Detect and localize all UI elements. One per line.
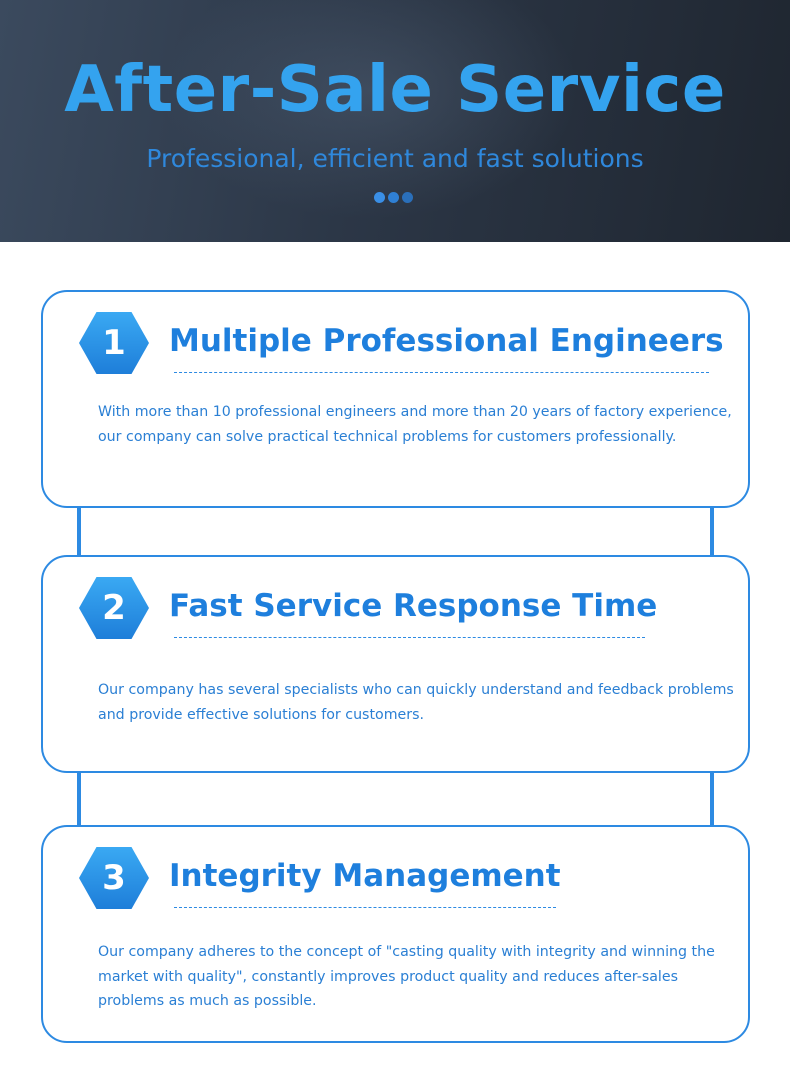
connector-line — [710, 763, 714, 837]
service-card-engineers: 1 Multiple Professional Engineers With m… — [41, 290, 750, 508]
title-underline — [174, 907, 556, 908]
title-underline — [174, 372, 709, 373]
card-text: Our company adheres to the concept of "c… — [98, 944, 715, 1009]
card-text: With more than 10 professional engineers… — [98, 404, 732, 445]
hero-glow — [160, 0, 580, 220]
number-badge: 1 — [79, 312, 149, 374]
card-text: Our company has several specialists who … — [98, 682, 734, 723]
page-title: After-Sale Service — [64, 53, 726, 127]
service-card-integrity: 3 Integrity Management Our company adher… — [41, 825, 750, 1043]
dot-icon — [388, 192, 399, 203]
connector-line — [77, 763, 81, 837]
service-card-response-time: 2 Fast Service Response Time Our company… — [41, 555, 750, 773]
title-underline — [174, 637, 645, 638]
card-title: Multiple Professional Engineers — [169, 323, 724, 359]
dot-icon — [374, 192, 385, 203]
hero-banner: After-Sale Service Professional, efficie… — [0, 0, 790, 242]
card-title: Fast Service Response Time — [169, 588, 658, 624]
connector-line — [77, 493, 81, 569]
card-title: Integrity Management — [169, 858, 561, 894]
page-subtitle: Professional, efficient and fast solutio… — [146, 144, 644, 173]
number-badge: 3 — [79, 847, 149, 909]
connector-line — [710, 493, 714, 569]
dot-icon — [402, 192, 413, 203]
number-badge: 2 — [79, 577, 149, 639]
